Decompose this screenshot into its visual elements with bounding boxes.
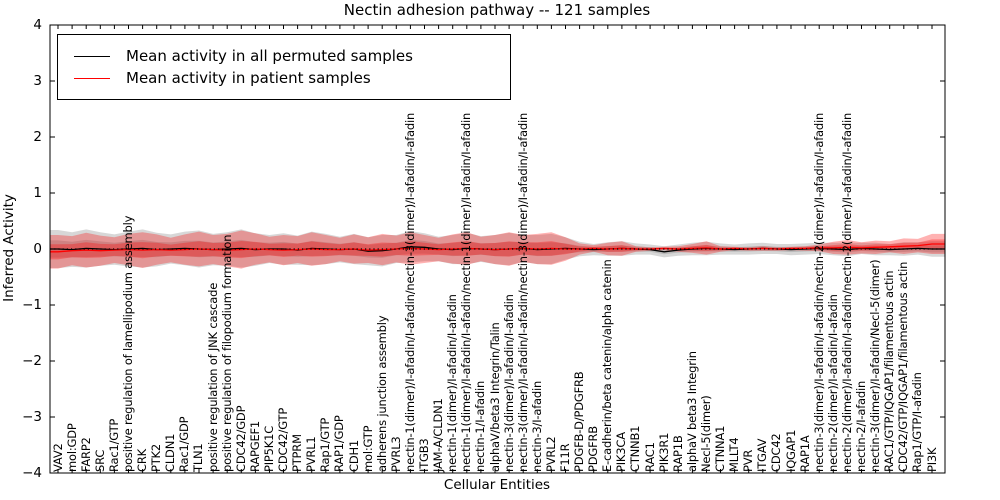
legend-entry: Mean activity in all permuted samples xyxy=(58,47,510,65)
x-tick-label: mol:GTP xyxy=(360,425,375,472)
x-tick-label: TLN1 xyxy=(191,443,206,472)
x-tick-label: nectin-2(dimer)/I-afadin/I-afadin/nectin… xyxy=(839,112,854,472)
x-tick-label: CRK xyxy=(135,449,150,472)
y-tick-label: 1 xyxy=(33,185,42,201)
x-tick-label: PIK3CA xyxy=(614,432,629,472)
x-tick-label: Rac1/GDP xyxy=(177,416,192,472)
x-tick-label: nectin-2/I-afadin xyxy=(854,380,869,472)
x-tick-label: CDC42/GTP/IQGAP1/filamentous actin xyxy=(896,261,911,472)
x-tick-label: RAPGEF1 xyxy=(247,420,262,472)
x-tick-label: PDGFB-D/PDGFRB xyxy=(572,371,587,472)
x-tick-label: Rap1/GTP xyxy=(318,417,333,472)
x-tick-label: PIP5K1C xyxy=(261,425,276,472)
legend-line-swatch xyxy=(74,77,110,79)
y-tick-label: 3 xyxy=(33,73,42,89)
x-tick-label: FARP2 xyxy=(78,437,93,472)
legend-entry: Mean activity in patient samples xyxy=(58,69,510,87)
x-tick-label: PVRL3 xyxy=(388,436,403,472)
x-tick-label: JAM-A/CLDN1 xyxy=(431,398,446,472)
y-tick-label: −2 xyxy=(22,353,42,369)
x-tick-label: Rac1/GTP xyxy=(106,418,121,472)
x-tick-label: positive regulation of filopodium format… xyxy=(219,234,234,472)
legend-line-swatch xyxy=(74,55,110,57)
x-tick-label: nectin-1/I-afadin xyxy=(473,380,488,472)
x-tick-label: alphaV/beta3 Integrin/Talin xyxy=(487,322,502,472)
y-tick-label: −1 xyxy=(22,297,42,313)
y-tick-label: −4 xyxy=(22,465,42,481)
x-tick-label: nectin-1(dimer)/I-afadin/I-afadin/nectin… xyxy=(402,112,417,472)
x-tick-label: PDGFRB xyxy=(586,426,601,472)
x-tick-label: nectin-3(dimer)/I-afadin/I-afadin/nectin… xyxy=(811,112,826,472)
x-tick-label: RAC1/GTP/IQGAP1/filamentous actin xyxy=(882,270,897,472)
x-axis-label: Cellular Entities xyxy=(443,477,551,493)
x-tick-label: F11R xyxy=(557,443,572,472)
x-tick-label: ITGB3 xyxy=(417,438,432,472)
x-tick-label: nectin-3(dimer)/I-afadin/Necl-5(dimer) xyxy=(868,259,883,472)
x-tick-label: ITGAV xyxy=(755,438,770,472)
x-tick-label: nectin-3(dimer)/I-afadin/I-afadin/nectin… xyxy=(515,112,530,472)
x-tick-label: nectin-1(dimer)/I-afadin/I-afadin/nectin… xyxy=(459,112,474,472)
permuted-samples-range-band xyxy=(50,229,945,268)
x-tick-label: CTNNA1 xyxy=(713,425,728,472)
x-tick-label: CDC42 xyxy=(769,433,784,472)
x-tick-label: PTPRM xyxy=(290,434,305,472)
x-tick-label: nectin-2(dimer)/I-afadin/I-afadin xyxy=(825,294,840,472)
x-tick-label: PVRL2 xyxy=(543,436,558,472)
x-tick-label: nectin-3/I-afadin xyxy=(529,380,544,472)
x-tick-label: VAV2 xyxy=(50,443,65,472)
x-tick-label: RAP1/GDP xyxy=(332,415,347,472)
x-tick-label: MLLT4 xyxy=(727,437,742,473)
x-tick-label: PVR xyxy=(741,449,756,472)
x-tick-label: Rap1/GTP/I-afadin xyxy=(910,372,925,472)
x-tick-label: SRC xyxy=(92,449,107,472)
x-tick-label: PI3K xyxy=(924,447,939,472)
x-tick-label: IQGAP1 xyxy=(783,429,798,472)
x-tick-label: mol:GDP xyxy=(64,423,79,472)
x-tick-label: RAC1 xyxy=(642,442,657,472)
x-tick-label: CTNNB1 xyxy=(628,425,643,472)
x-tick-label: positive regulation of lamellipodium ass… xyxy=(120,215,135,472)
x-tick-label: CDC42/GTP xyxy=(276,407,291,472)
x-tick-label: nectin-3(dimer)/I-afadin/I-afadin xyxy=(501,294,516,472)
x-tick-label: PVRL1 xyxy=(304,436,319,472)
y-tick-label: 2 xyxy=(33,129,42,145)
x-tick-label: nectin-1(dimer)/I-afadin/I-afadin xyxy=(445,294,460,472)
permuted-samples-range-band xyxy=(50,239,945,258)
x-tick-label: positive regulation of JNK cascade xyxy=(205,282,220,472)
chart-title: Nectin adhesion pathway -- 121 samples xyxy=(343,1,651,19)
x-tick-label: RAP1A xyxy=(797,435,812,472)
y-tick-label: −3 xyxy=(22,409,42,425)
Mean-activity-in-patient-samples-line xyxy=(50,243,945,253)
x-tick-label: Necl-5(dimer) xyxy=(698,395,713,472)
y-tick-label: 0 xyxy=(33,241,42,257)
x-tick-label: CDC42/GDP xyxy=(233,405,248,472)
x-tick-label: alphaV beta3 Integrin xyxy=(684,351,699,472)
y-tick-label: 4 xyxy=(33,17,42,33)
x-tick-label: PIK3R1 xyxy=(656,432,671,472)
x-tick-label: CDH1 xyxy=(346,439,361,472)
x-tick-label: E-cadherin/beta catenin/alpha catenin xyxy=(600,259,615,472)
x-tick-label: RAP1B xyxy=(670,435,685,472)
legend-entry-label: Mean activity in patient samples xyxy=(126,69,371,87)
x-tick-label: PTK2 xyxy=(149,443,164,472)
legend-entry-label: Mean activity in all permuted samples xyxy=(126,47,413,65)
x-tick-label: adherens junction assembly xyxy=(374,315,389,472)
x-tick-label: CLDN1 xyxy=(163,433,178,472)
